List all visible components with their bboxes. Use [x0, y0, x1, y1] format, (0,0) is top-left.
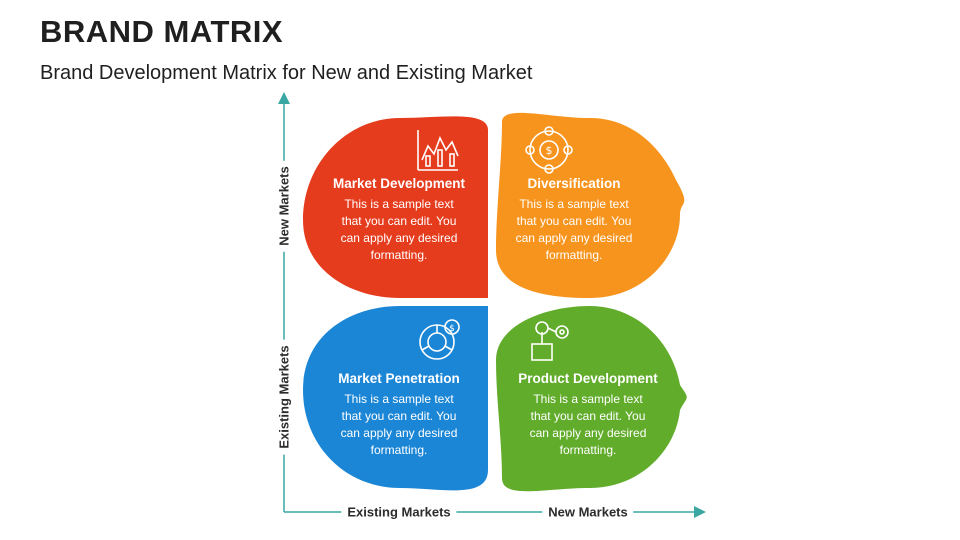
quadrant-body: This is a sample text that you can edit.… — [319, 391, 479, 459]
petal-market-penetration — [303, 306, 488, 491]
quadrant-title: Market Penetration — [338, 371, 460, 386]
quadrant-body-line: can apply any desired — [529, 426, 647, 440]
quadrant-title: Market Development — [332, 176, 466, 191]
quadrant-body-line: This is a sample text — [344, 392, 454, 406]
quadrant-body-line: This is a sample text — [344, 197, 454, 211]
quadrant-body-line: This is a sample text — [519, 197, 629, 211]
x-axis-label-new-markets: New Markets — [542, 504, 634, 520]
quadrant-body: This is a sample text that you can edit.… — [508, 391, 668, 459]
quadrant-body-line: can apply any desired — [515, 231, 633, 245]
quadrant-body-line: formatting. — [559, 443, 617, 457]
quadrant-body-line: can apply any desired — [340, 426, 458, 440]
quadrant-market-development: Market Development This is a sample text… — [319, 176, 479, 264]
quadrant-body: This is a sample text that you can edit.… — [319, 196, 479, 264]
quadrant-body-line: that you can edit. You — [341, 214, 457, 228]
quadrant-body-line: can apply any desired — [340, 231, 458, 245]
y-axis-label-existing-markets: Existing Markets — [276, 339, 292, 455]
quadrant-body-line: that you can edit. You — [516, 214, 632, 228]
product-gear-icon — [531, 321, 569, 361]
quadrant-title: Diversification — [527, 176, 621, 191]
quadrant-body-line: formatting. — [370, 443, 428, 457]
quadrant-body-line: formatting. — [370, 248, 428, 262]
quadrant-product-development: Product Development This is a sample tex… — [508, 371, 668, 459]
quadrant-body: This is a sample text that you can edit.… — [494, 196, 654, 264]
quadrant-diversification: Diversification This is a sample text th… — [494, 176, 654, 264]
quadrant-body-line: that you can edit. You — [530, 409, 646, 423]
pie-dollar-icon: $ — [419, 319, 460, 360]
y-axis-label-new-markets: New Markets — [276, 160, 292, 252]
slide-title: BRAND MATRIX — [40, 14, 284, 49]
quadrant-body-line: This is a sample text — [533, 392, 643, 406]
dollar-cycle-icon: $ — [525, 126, 573, 174]
slide-subtitle: Brand Development Matrix for New and Exi… — [40, 62, 533, 84]
quadrant-title: Product Development — [518, 371, 658, 386]
petal-diversification — [496, 112, 685, 298]
x-axis-label-existing-markets: Existing Markets — [341, 504, 457, 520]
quadrant-body-line: that you can edit. You — [341, 409, 457, 423]
petal-product-development — [496, 306, 687, 492]
chart-icon — [417, 130, 459, 171]
quadrant-body-line: formatting. — [545, 248, 603, 262]
svg-text:$: $ — [449, 324, 455, 334]
quadrant-market-penetration: Market Penetration This is a sample text… — [319, 371, 479, 459]
svg-text:$: $ — [546, 144, 553, 157]
